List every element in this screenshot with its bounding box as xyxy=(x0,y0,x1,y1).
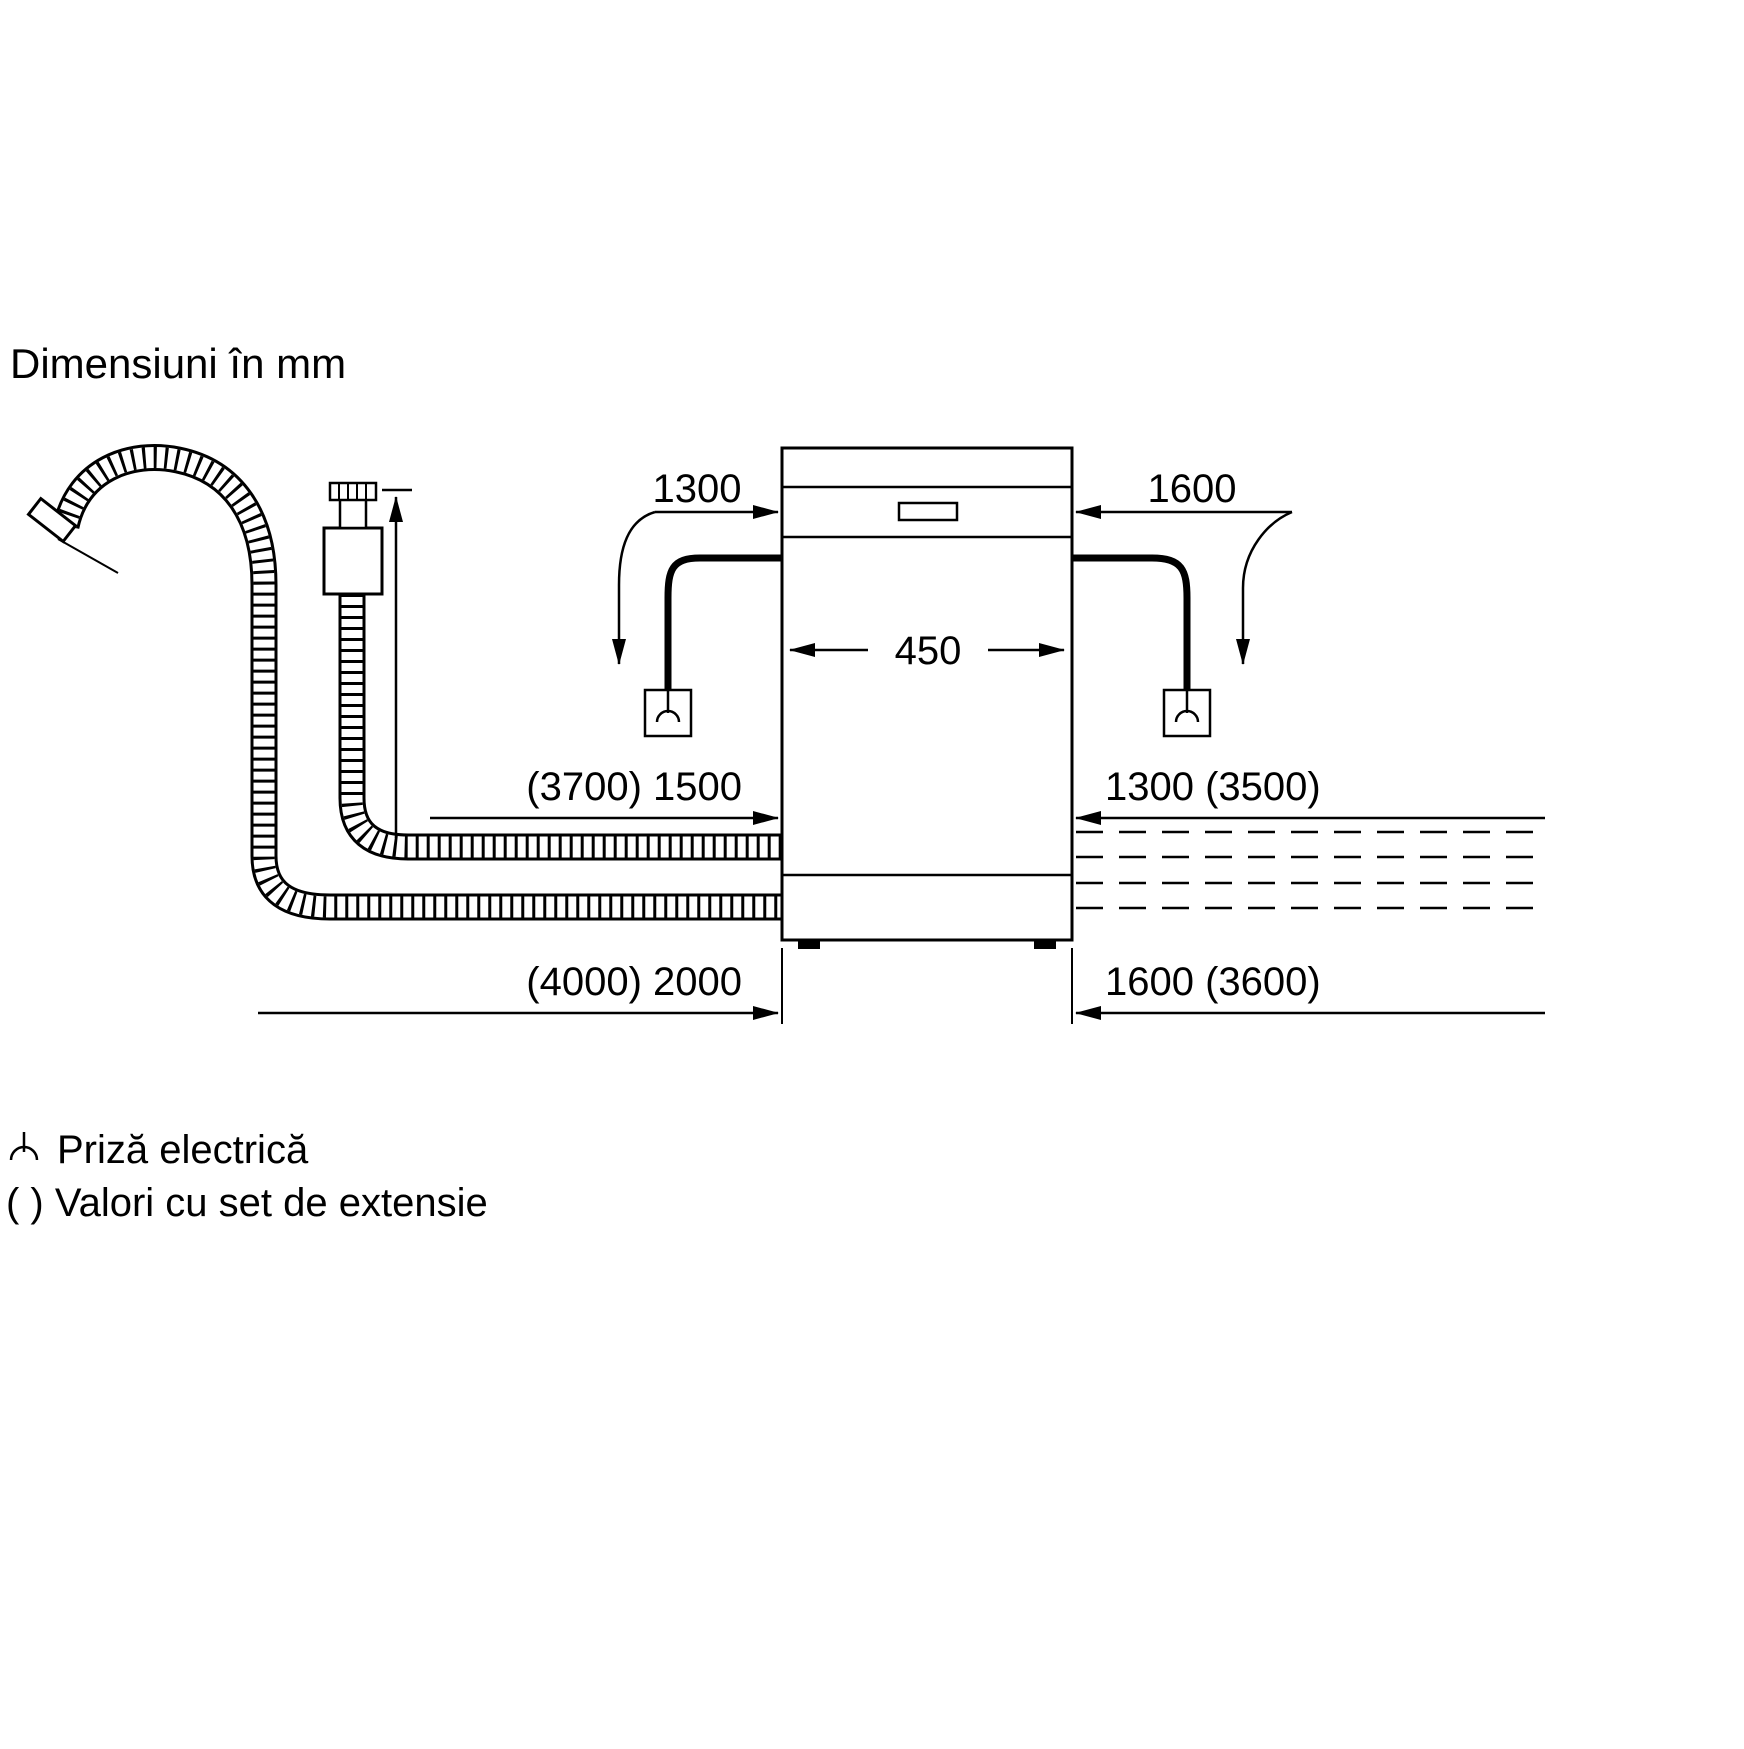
dimension-bottom-right-label: 1600 (3600) xyxy=(1105,960,1321,1004)
dimension-mid-left: (3700) 1500 xyxy=(430,765,779,825)
power-outlet-symbol-icon xyxy=(9,1132,39,1161)
diagram-title: Dimensiuni în mm xyxy=(10,340,346,387)
supply-hose xyxy=(338,594,786,861)
drain-hose xyxy=(26,444,786,921)
power-cord-left xyxy=(664,554,782,690)
dimension-machine-width: 450 xyxy=(789,629,1065,673)
dimension-top-right-label: 1600 xyxy=(1148,467,1237,511)
power-outlet-symbol-icon xyxy=(1174,690,1200,723)
water-tap-connector-icon xyxy=(322,481,384,596)
dimension-bottom-right: 1600 (3600) xyxy=(1071,948,1545,1024)
legend-outlet-label: Priză electrică xyxy=(57,1128,309,1172)
dishwasher-front xyxy=(780,446,1074,949)
dimension-bottom-left-label: (4000) 2000 xyxy=(526,960,742,1004)
foot-left xyxy=(798,940,820,949)
dimension-mid-left-label: (3700) 1500 xyxy=(526,765,742,809)
power-outlet-symbol-icon xyxy=(655,690,681,723)
dimension-mid-right: 1300 (3500) xyxy=(1075,765,1545,825)
dimension-width-label: 450 xyxy=(895,629,962,673)
power-cord-right xyxy=(1072,554,1191,690)
legend-extension-label: ( ) Valori cu set de extensie xyxy=(6,1181,488,1225)
dimension-bottom-left: (4000) 2000 xyxy=(258,948,783,1024)
tap-height-reference-line xyxy=(382,488,412,838)
dimension-top-right: 1600 xyxy=(1075,467,1293,665)
legend: Priză electrică ( ) Valori cu set de ext… xyxy=(6,1128,488,1225)
hose-extension-dashed-lines xyxy=(1076,830,1545,910)
dimension-mid-right-label: 1300 (3500) xyxy=(1105,765,1321,809)
dimension-top-left: 1300 xyxy=(612,467,779,665)
foot-right xyxy=(1034,940,1056,949)
power-outlet-right xyxy=(1162,688,1212,738)
dimension-top-left-label: 1300 xyxy=(653,467,742,511)
control-panel-handle xyxy=(897,501,959,522)
drain-spout-icon xyxy=(26,496,119,574)
power-outlet-left xyxy=(643,688,693,738)
